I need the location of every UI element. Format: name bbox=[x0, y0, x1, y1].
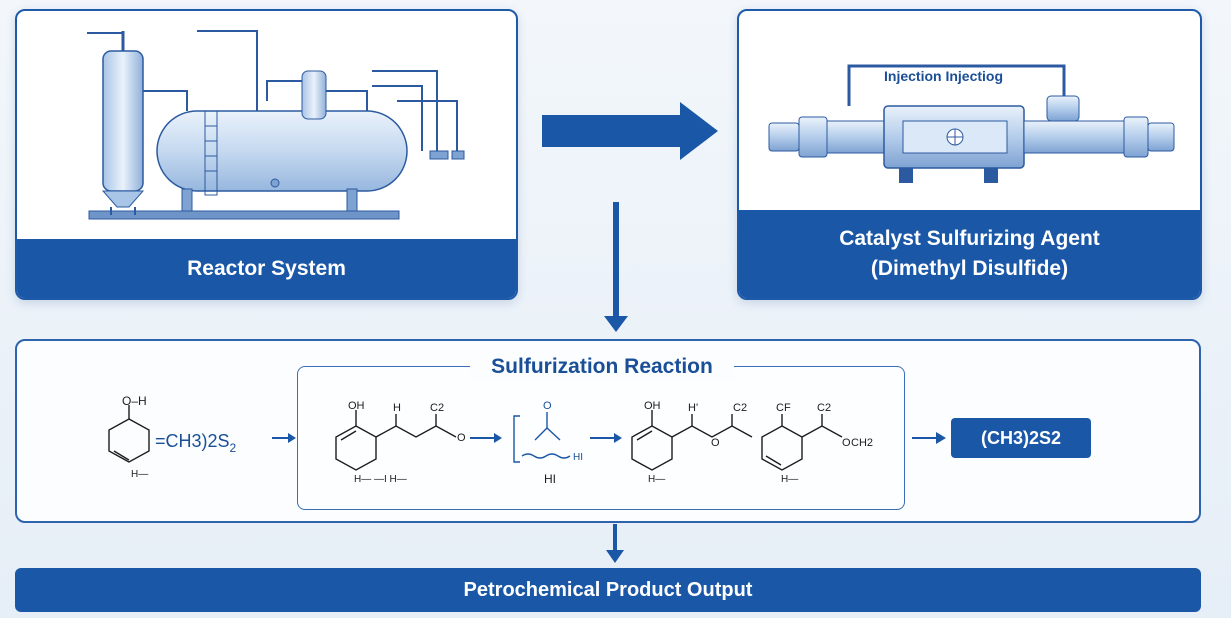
int3-c2a-label: C2 bbox=[733, 402, 747, 414]
int1-h-label: H bbox=[393, 402, 401, 414]
reactant-structure bbox=[108, 405, 150, 463]
int3-bottom1-label: H— bbox=[648, 474, 665, 485]
product-badge: (CH3)2S2 bbox=[951, 418, 1091, 458]
int1-oh-label: OH bbox=[348, 400, 365, 412]
reaction-title: Sulfurization Reaction bbox=[470, 353, 734, 381]
catalyst-title-line2: (Dimethyl Disulfide) bbox=[870, 257, 1069, 280]
intermediate-structure-2 bbox=[513, 412, 571, 463]
reactant-formula: =CH3)2S2 bbox=[155, 431, 237, 455]
catalyst-title: Catalyst Sulfurizing Agent (Dimethyl Dis… bbox=[739, 210, 1200, 298]
injection-unit-illustration bbox=[768, 64, 1175, 183]
catalyst-title-line1: Catalyst Sulfurizing Agent bbox=[839, 227, 1100, 250]
injection-label: Injection Injectiog bbox=[884, 68, 1004, 84]
int3-cf-label: CF bbox=[776, 402, 791, 414]
reactor-illustration bbox=[87, 30, 465, 220]
intermediate-structure-1 bbox=[335, 410, 457, 471]
reactor-system-title: Reactor System bbox=[17, 239, 516, 298]
int3-c2b-label: C2 bbox=[817, 402, 831, 414]
int1-bottom-label: H— —I H— bbox=[354, 474, 407, 485]
int1-c2-label: C2 bbox=[430, 402, 444, 414]
int2-hi-label: HI bbox=[573, 452, 583, 463]
reactant-bottom-label: H— bbox=[131, 469, 148, 480]
intermediate-structure-3 bbox=[631, 410, 843, 471]
int3-oh-label: OH bbox=[644, 400, 661, 412]
int2-o-label: O bbox=[543, 400, 552, 412]
int1-o-label: O bbox=[457, 432, 466, 444]
int3-h-label: H' bbox=[688, 402, 698, 414]
catalyst-card: Injection Injectiog Catalyst Sulfurizing… bbox=[737, 9, 1202, 300]
int3-o1-label: O bbox=[711, 437, 720, 449]
int2-bottom-label: HI bbox=[544, 472, 556, 486]
int3-ch2-label: CH2 bbox=[851, 437, 873, 449]
petrochemical-output-bar: Petrochemical Product Output bbox=[15, 568, 1201, 612]
reaction-arrows bbox=[272, 432, 946, 444]
int3-o2-label: O bbox=[842, 437, 851, 449]
int3-bottom2-label: H— bbox=[781, 474, 798, 485]
reactant-top-label: O–H bbox=[122, 394, 147, 408]
reactor-system-card: Reactor System bbox=[15, 9, 518, 300]
